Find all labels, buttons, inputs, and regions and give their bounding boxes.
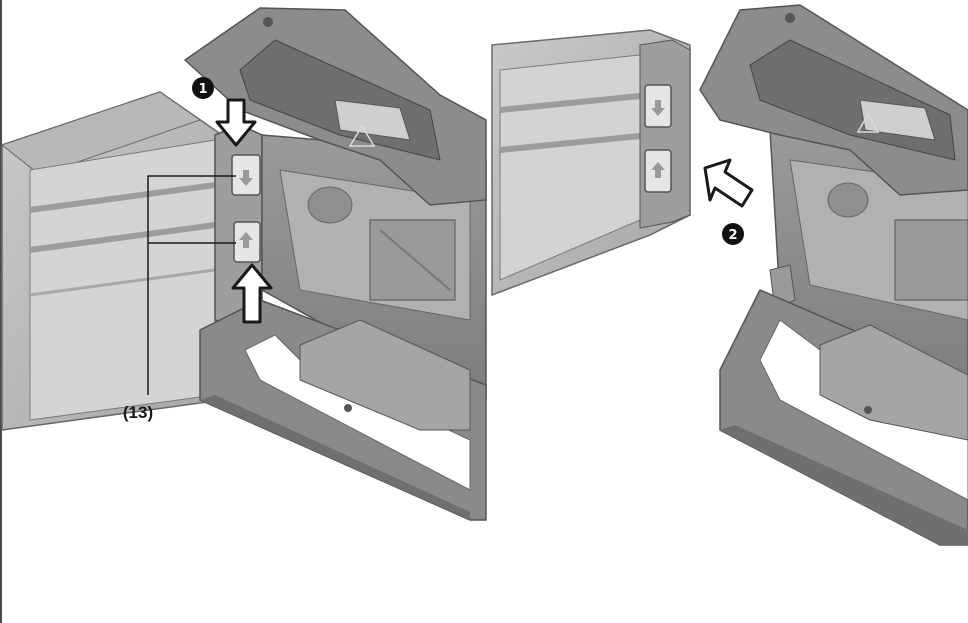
step-one-badge: 1 — [192, 77, 214, 99]
open-lid-left — [0, 91, 223, 431]
arrow-up-icon — [231, 263, 273, 324]
device-body-right — [769, 129, 968, 401]
part-13-callout: (13) — [123, 403, 153, 422]
step-two-badge: 2 — [722, 223, 744, 245]
bottom-handle-right — [719, 289, 968, 546]
callout-leader-lines — [147, 175, 236, 395]
detached-lid — [491, 29, 691, 297]
step-badge-icon — [192, 77, 214, 99]
warning-triangle-icon — [856, 112, 880, 133]
arrow-down-icon — [215, 98, 257, 147]
step-two-label: 2 — [728, 228, 737, 243]
top-frame-right — [699, 4, 968, 196]
top-frame-left — [183, 7, 487, 206]
step-badge-icon — [722, 223, 744, 245]
page-left-border — [0, 0, 2, 623]
warning-triangle-icon — [348, 124, 376, 147]
bottom-handle-left — [199, 299, 487, 521]
right-panel-step-two: 2 — [491, 4, 968, 546]
arrow-left-icon — [703, 158, 754, 208]
step-one-label: 1 — [198, 82, 207, 97]
left-panel-step-one: 1 (13) — [0, 7, 487, 521]
